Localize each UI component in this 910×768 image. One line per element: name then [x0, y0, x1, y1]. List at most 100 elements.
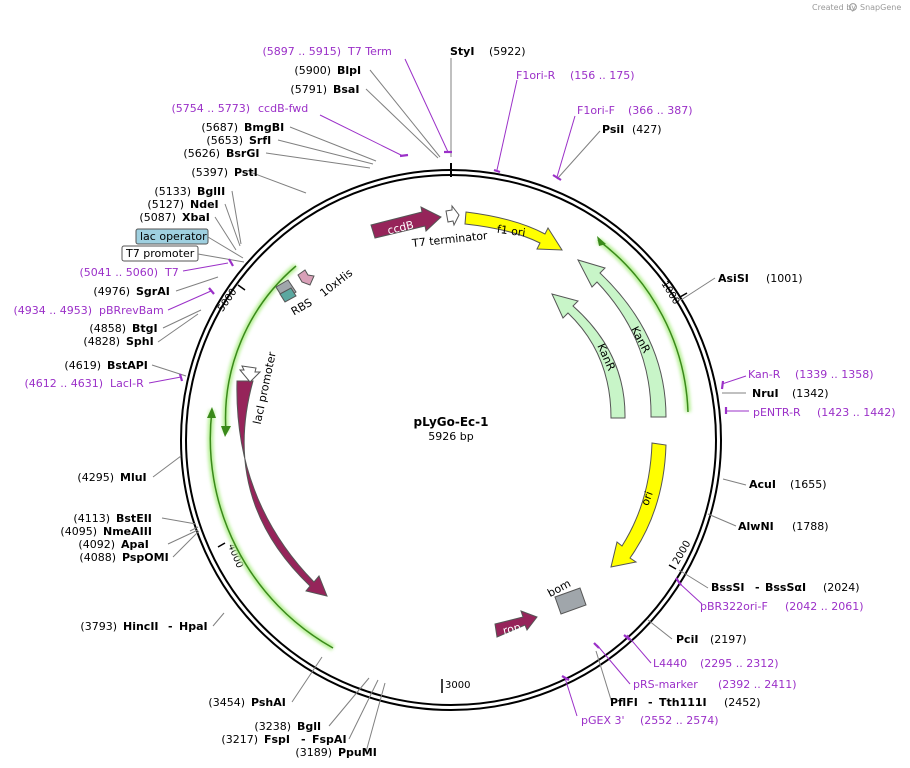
enzyme-name: FspAI	[312, 733, 347, 746]
primer-labels: (5897 .. 5915) T7 Term F1ori-R (156 .. 1…	[13, 45, 895, 727]
enzyme-name: FspI	[264, 733, 290, 746]
primer-range: (156 .. 175)	[570, 69, 635, 82]
lac-operator-label: lac operator	[140, 230, 207, 243]
primer-range: (366 .. 387)	[628, 104, 693, 117]
enzyme-name: PshAI	[251, 696, 286, 709]
enzyme-name: AlwNI	[738, 520, 774, 533]
t7-promoter-label: T7 promoter	[125, 247, 195, 260]
primer-markers	[178, 150, 728, 681]
enzyme-name: BsaI	[333, 83, 359, 96]
enzyme-name: HincII	[123, 620, 159, 633]
enzyme-name: HpaI	[179, 620, 208, 633]
enzyme-pos: (427)	[632, 123, 662, 136]
primer-range: (1339 .. 1358)	[795, 368, 874, 381]
right-enzyme-labels: StyI (5922) PsiI (427) AsiSI (1001) NruI…	[450, 45, 860, 709]
enzyme-name: PflFI	[610, 696, 638, 709]
enzyme-name: BsrGI	[226, 147, 259, 160]
primer-range: (1423 .. 1442)	[817, 406, 896, 419]
enzyme-pos: (1655)	[790, 478, 827, 491]
enzyme-pos: (3238)	[254, 720, 291, 733]
primer-range: (2295 .. 2312)	[700, 657, 779, 670]
enzyme-pos: (2197)	[710, 633, 747, 646]
enzyme-pos: (4088)	[79, 551, 116, 564]
enzyme-name: MluI	[120, 471, 147, 484]
enzyme-pos: (5653)	[206, 134, 243, 147]
primer-name: T7 Term	[347, 45, 392, 58]
t7-promoter-box: T7 promoter	[121, 245, 245, 263]
primer-leader-lines	[148, 58, 749, 717]
primer-name: L4440	[653, 657, 687, 670]
primer-range: (5041 .. 5060)	[79, 266, 158, 279]
primer-name: LacI-R	[110, 377, 144, 390]
laci-promoter-label: lacI promoter	[251, 350, 279, 425]
enzyme-name: BssSI	[711, 581, 745, 594]
green-arc-laci-left	[221, 263, 298, 437]
rbs-label: RBS	[289, 296, 315, 318]
feature-laci: lacI	[236, 380, 328, 597]
enzyme-name: SgrAI	[136, 285, 170, 298]
enzyme-name: PspOMI	[122, 551, 169, 564]
enzyme-name: BmgBI	[244, 121, 284, 134]
feature-ccdb: ccdB	[370, 206, 442, 239]
enzyme-pos: (5626)	[183, 147, 220, 160]
rop-label: rop	[502, 621, 523, 638]
enzyme-pos: (5087)	[139, 211, 176, 224]
primer-range: (2552 .. 2574)	[640, 714, 719, 727]
enzyme-pos: (1342)	[792, 387, 829, 400]
feature-bom: bom	[545, 577, 587, 615]
enzyme-pos: (5791)	[290, 83, 327, 96]
enzyme-name: ApaI	[121, 538, 149, 551]
enzyme-pos: (4976)	[93, 285, 130, 298]
enzyme-dash: -	[301, 733, 306, 746]
primer-name: pBR322ori-F	[700, 600, 768, 613]
f1-ori-label: f1 ori	[496, 223, 526, 240]
feature-kanr-inner: KanR	[551, 293, 626, 419]
enzyme-pos: (5687)	[201, 121, 238, 134]
ori-label: ori	[639, 490, 656, 508]
enzyme-name: BstAPI	[107, 359, 148, 372]
primer-name: pGEX 3'	[581, 714, 625, 727]
enzyme-name: BssSαI	[765, 581, 806, 594]
primer-range: (5754 .. 5773)	[171, 102, 250, 115]
enzyme-dash: -	[648, 696, 653, 709]
enzyme-name: BlpI	[337, 64, 361, 77]
enzyme-pos: (3189)	[295, 746, 332, 759]
enzyme-name: StyI	[450, 45, 474, 58]
primer-name: Kan-R	[748, 368, 781, 381]
t7-terminator-label: T7 terminator	[410, 229, 488, 250]
enzyme-name: NdeI	[190, 198, 219, 211]
primer-name: F1ori-R	[516, 69, 556, 82]
enzyme-pos: (1788)	[792, 520, 829, 533]
feature-ori: ori	[610, 442, 667, 568]
credit-brand: SnapGene	[860, 3, 901, 12]
primer-name: pRS-marker	[633, 678, 698, 691]
feature-rop: rop	[494, 610, 538, 638]
ccdb-label: ccdB	[386, 218, 415, 237]
plasmid-name: pLyGo-Ec-1	[414, 415, 489, 429]
enzyme-pos: (5127)	[147, 198, 184, 211]
enzyme-pos: (2024)	[823, 581, 860, 594]
enzyme-name: PciI	[676, 633, 698, 646]
primer-name: T7	[164, 266, 179, 279]
primer-name: ccdB-fwd	[258, 102, 308, 115]
enzyme-pos: (3454)	[208, 696, 245, 709]
enzyme-dash: -	[755, 581, 760, 594]
enzyme-pos: (4095)	[60, 525, 97, 538]
enzyme-name: Tth111I	[659, 696, 707, 709]
green-arc-kanr	[596, 236, 691, 413]
enzyme-name: PstI	[234, 166, 258, 179]
enzyme-dash: -	[168, 620, 173, 633]
enzyme-pos: (4828)	[83, 335, 120, 348]
10xhis-label: 10xHis	[317, 266, 355, 300]
left-enzyme-labels: (5900) BlpI (5791) BsaI (5687) BmgBI (56…	[60, 64, 376, 759]
plasmid-size: 5926 bp	[428, 430, 473, 443]
enzyme-pos: (5397)	[191, 166, 228, 179]
primer-range: (4612 .. 4631)	[24, 377, 103, 390]
primer-range: (5897 .. 5915)	[262, 45, 341, 58]
enzyme-name: XbaI	[182, 211, 210, 224]
enzyme-pos: (4858)	[89, 322, 126, 335]
feature-rbs: RBS	[275, 279, 315, 318]
enzyme-name: PsiI	[602, 123, 624, 136]
feature-f1-ori: f1 ori	[464, 211, 563, 251]
